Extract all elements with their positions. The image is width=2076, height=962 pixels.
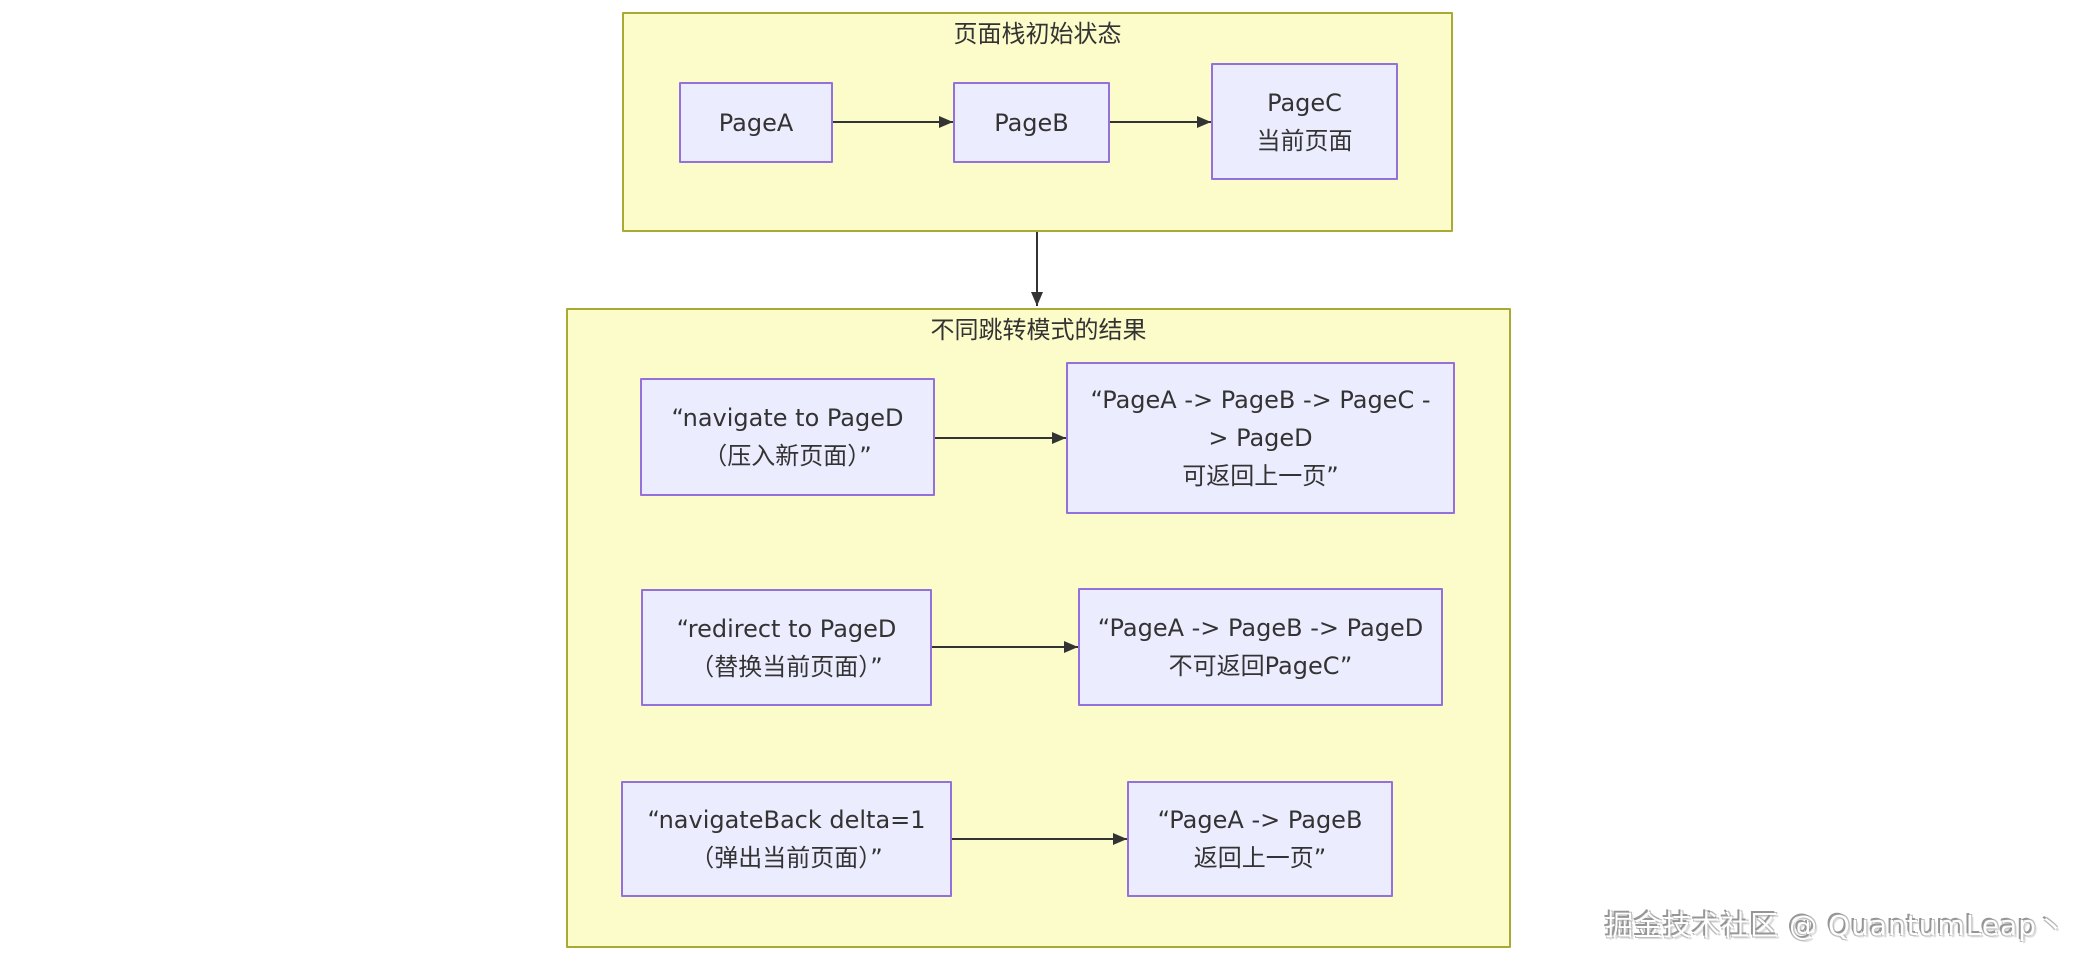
node-result-navigateback-line1: “PageA -> PageB	[1157, 806, 1363, 834]
cluster-jump-mode-results-title: 不同跳转模式的结果	[930, 316, 1147, 344]
node-action-redirect: “redirect to PageD （替换当前页面）”	[641, 589, 932, 706]
watermark: 掘金技术社区 @ QuantumLeap丶	[1605, 909, 2066, 942]
node-result-navigateback-line2: 返回上一页”	[1193, 844, 1327, 872]
node-action-navigate-line2: （压入新页面）”	[703, 442, 872, 470]
node-action-navigateback-line1: “navigateBack delta=1	[647, 806, 926, 834]
node-pageb-label: PageB	[994, 108, 1069, 137]
node-result-navigate: “PageA -> PageB -> PageC - > PageD 可返回上一…	[1066, 362, 1455, 514]
node-result-redirect-line2: 不可返回PageC”	[1168, 652, 1353, 680]
node-result-navigateback: “PageA -> PageB 返回上一页”	[1127, 781, 1393, 897]
node-pagea-label: PageA	[718, 108, 794, 137]
node-pagec-label-line2: 当前页面	[1256, 126, 1353, 155]
node-result-navigate-line2: > PageD	[1208, 424, 1313, 452]
node-action-navigate-line1: “navigate to PageD	[671, 404, 904, 432]
node-result-redirect: “PageA -> PageB -> PageD 不可返回PageC”	[1078, 588, 1443, 706]
node-action-navigateback: “navigateBack delta=1 （弹出当前页面）”	[621, 781, 952, 897]
node-pageb: PageB	[953, 82, 1110, 163]
node-action-navigate: “navigate to PageD （压入新页面）”	[640, 378, 935, 496]
node-action-redirect-line2: （替换当前页面）”	[690, 652, 883, 681]
node-action-redirect-line1: “redirect to PageD	[676, 614, 897, 643]
node-pagec-current: PageC 当前页面	[1211, 63, 1398, 180]
node-result-redirect-line1: “PageA -> PageB -> PageD	[1097, 614, 1424, 642]
node-pagec-label-line1: PageC	[1267, 88, 1342, 117]
node-pagea: PageA	[679, 82, 833, 163]
cluster-initial-page-stack-title: 页面栈初始状态	[953, 20, 1122, 48]
node-action-navigateback-line2: （弹出当前页面）”	[690, 844, 883, 872]
node-result-navigate-line1: “PageA -> PageB -> PageC -	[1090, 386, 1431, 414]
node-result-navigate-line3: 可返回上一页”	[1182, 462, 1339, 490]
